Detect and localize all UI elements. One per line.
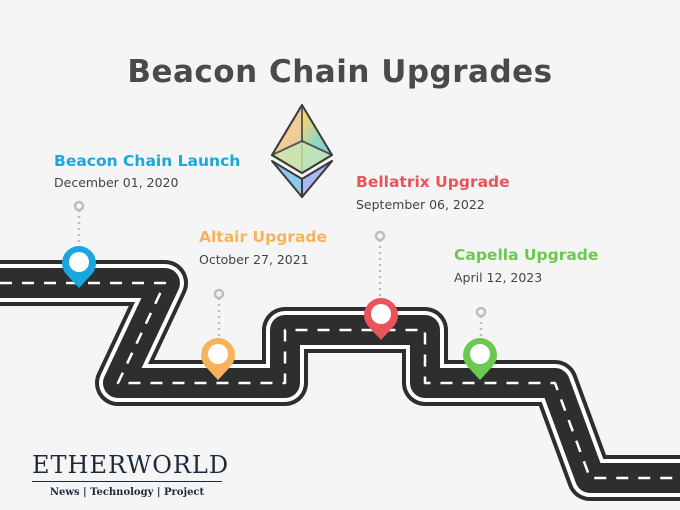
brand-name: ETHERWORLD (32, 452, 228, 482)
stem-dot (73, 200, 85, 212)
milestone-date-bellatrix: September 06, 2022 (356, 197, 485, 212)
milestone-title-altair: Altair Upgrade (199, 228, 328, 246)
milestone-title-bellatrix: Bellatrix Upgrade (356, 173, 510, 191)
brand-logo: ETHERWORLD News | Technology | Project (32, 452, 228, 498)
milestone-date-beacon-launch: December 01, 2020 (54, 175, 179, 190)
milestone-pin-4 (462, 338, 498, 380)
stem-dot (374, 230, 386, 242)
milestone-pin-3 (363, 298, 399, 340)
milestone-title-beacon-launch: Beacon Chain Launch (54, 152, 241, 170)
stem-dot (475, 306, 487, 318)
ethereum-logo-icon (271, 104, 333, 198)
brand-tagline: News | Technology | Project (49, 487, 205, 498)
milestone-pin-1 (62, 246, 97, 288)
milestone-date-altair: October 27, 2021 (199, 252, 309, 267)
milestone-date-capella: April 12, 2023 (454, 270, 543, 285)
page-title: Beacon Chain Upgrades (127, 54, 553, 90)
stem-dot (213, 288, 225, 300)
milestone-title-capella: Capella Upgrade (454, 246, 599, 264)
milestone-pin-2 (201, 338, 236, 380)
